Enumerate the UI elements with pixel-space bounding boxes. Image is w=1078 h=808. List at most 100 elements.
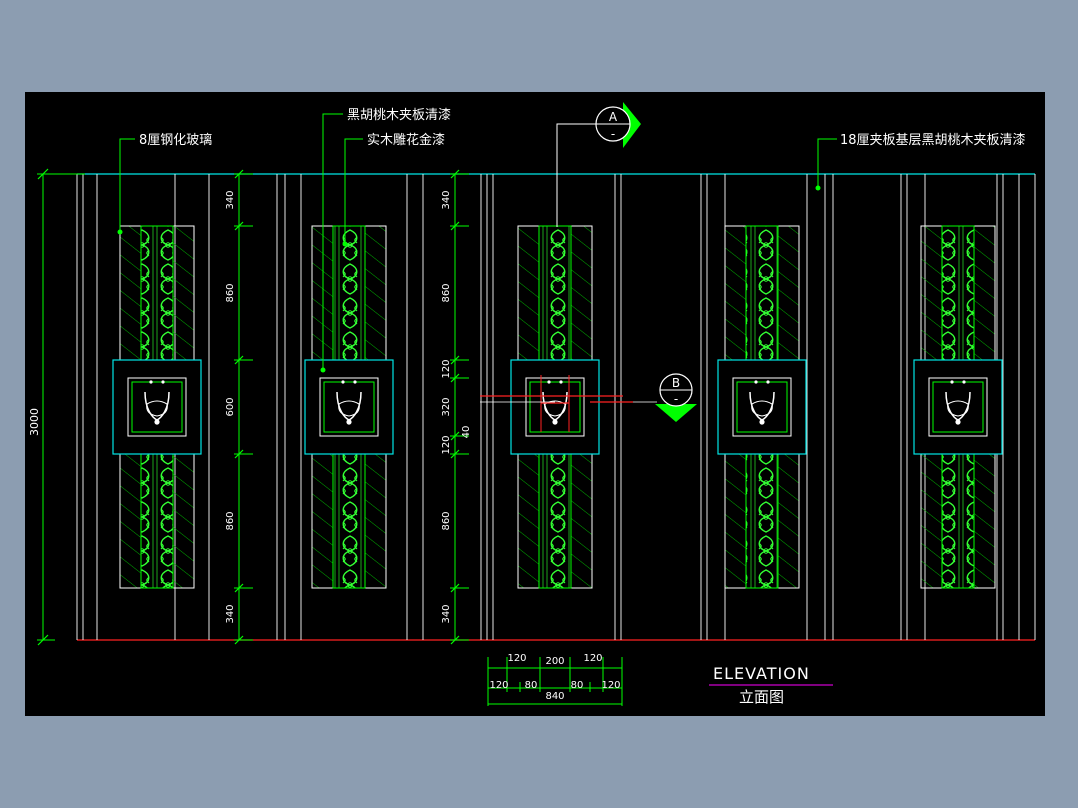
necklace-clasp — [754, 380, 758, 384]
necklace-pendant — [759, 419, 765, 425]
section-mark-a: A - — [556, 102, 641, 227]
dimension-tick — [234, 449, 244, 459]
necklace-clasp — [161, 380, 165, 384]
dimension-label: 600 — [225, 397, 236, 416]
display-box-inner — [525, 377, 585, 437]
callout-walnut: 黑胡桃木夹板清漆 — [320, 107, 451, 373]
callout-glass: 8厘钢化玻璃 — [117, 133, 212, 235]
dimension-label: 860 — [225, 511, 236, 530]
dimension-tick — [450, 431, 460, 441]
dimension-tick — [450, 221, 460, 231]
dimension-label: 120 — [441, 359, 452, 378]
dimension-label: 340 — [441, 604, 452, 623]
dimension-label: 860 — [225, 283, 236, 302]
dimensions-group: 340 860 600 860 340 340 860 120 320 120 860 340 40 — [225, 169, 472, 645]
lower-carved-strip — [538, 453, 572, 589]
display-box-inner — [928, 377, 988, 437]
elevation-drawing: 340 860 600 860 340 340 860 120 320 120 860 340 40 3… — [28, 102, 1036, 706]
dimension-label: 320 — [441, 397, 452, 416]
necklace-pendant — [154, 419, 160, 425]
dimension-tick — [234, 583, 244, 593]
dim-bottom-total: 840 — [545, 691, 564, 702]
dim-bottom-b2: 80 — [525, 680, 538, 691]
necklace-bust — [947, 400, 969, 417]
dimension-label-small: 40 — [461, 426, 472, 439]
upper-carved-strip — [941, 225, 975, 361]
dimension-tick — [450, 355, 460, 365]
display-panel-3 — [510, 225, 600, 589]
necklace-pendant — [552, 419, 558, 425]
display-panel-4 — [717, 225, 807, 589]
dim-bottom-b3: 80 — [571, 680, 584, 691]
dimension-tick — [234, 221, 244, 231]
lower-carved-strip — [941, 453, 975, 589]
section-b-sub: - — [674, 392, 678, 406]
necklace-bust — [544, 400, 566, 417]
necklace-bust — [751, 400, 773, 417]
display-box-window — [131, 381, 183, 433]
upper-carved-strip — [140, 225, 174, 361]
display-box-window — [529, 381, 581, 433]
display-box-window — [323, 381, 375, 433]
dimension-tick — [234, 169, 244, 179]
necklace-bust — [338, 400, 360, 417]
dim-bottom-a3: 120 — [583, 653, 602, 664]
necklace-clasp — [353, 380, 357, 384]
callout-base-panel: 18厘夹板基层黑胡桃木夹板清漆 — [815, 132, 1026, 191]
dim-bottom-b4: 120 — [601, 680, 620, 691]
label-base-panel: 18厘夹板基层黑胡桃木夹板清漆 — [840, 132, 1026, 148]
lower-carved-strip — [332, 453, 366, 589]
display-panel-2 — [304, 225, 394, 589]
drawing-canvas: 340 860 600 860 340 340 860 120 320 120 860 340 40 3… — [25, 92, 1045, 716]
display-box-inner — [732, 377, 792, 437]
dimension-tick — [450, 169, 460, 179]
callout-carved: 实木雕花金漆 — [342, 132, 445, 247]
display-box-inner — [319, 377, 379, 437]
dimension-label: 340 — [441, 190, 452, 209]
dimension-label: 340 — [225, 604, 236, 623]
label-carved-wood: 实木雕花金漆 — [367, 132, 445, 148]
display-box-window — [736, 381, 788, 433]
bottom-dimensions: 120 200 120 120 80 80 120 840 — [487, 653, 623, 706]
dim-bottom-a2: 200 — [545, 656, 564, 667]
lower-carved-strip — [745, 453, 779, 589]
label-walnut-panel: 黑胡桃木夹板清漆 — [347, 107, 451, 123]
section-b-letter: B — [672, 376, 680, 390]
dimension-tick — [234, 635, 244, 645]
upper-carved-strip — [538, 225, 572, 361]
necklace-clasp — [547, 380, 551, 384]
section-mark-b: B - — [480, 373, 697, 422]
necklace-bust — [146, 400, 168, 417]
panels-group — [76, 174, 1036, 640]
dimension-label: 120 — [441, 435, 452, 454]
drawing-title: ELEVATION 立面图 — [709, 664, 833, 706]
dimension-label: 340 — [225, 190, 236, 209]
necklace-clasp — [559, 380, 563, 384]
dimension-label: 860 — [441, 283, 452, 302]
necklace-clasp — [341, 380, 345, 384]
necklace-clasp — [950, 380, 954, 384]
display-panel-1 — [112, 225, 202, 589]
necklace-clasp — [962, 380, 966, 384]
dimension-tick — [450, 373, 460, 383]
dimension-tick — [450, 449, 460, 459]
total-height-dimension: 3000 — [28, 168, 85, 646]
section-a-sub: - — [611, 127, 615, 141]
title-chinese: 立面图 — [739, 688, 784, 706]
necklace-clasp — [149, 380, 153, 384]
dimension-tick — [234, 355, 244, 365]
dimension-tick — [450, 583, 460, 593]
total-height-text: 3000 — [28, 408, 41, 436]
lower-carved-strip — [140, 453, 174, 589]
display-box-inner — [127, 377, 187, 437]
upper-carved-strip — [745, 225, 779, 361]
dimension-label: 860 — [441, 511, 452, 530]
necklace-pendant — [346, 419, 352, 425]
section-a-letter: A — [609, 110, 618, 124]
left-dimension-column: 340 860 600 860 340 — [225, 169, 253, 645]
title-english: ELEVATION — [713, 664, 810, 683]
dim-bottom-a1: 120 — [507, 653, 526, 664]
label-glass: 8厘钢化玻璃 — [139, 133, 212, 148]
necklace-pendant — [955, 419, 961, 425]
dim-bottom-b1: 120 — [489, 680, 508, 691]
